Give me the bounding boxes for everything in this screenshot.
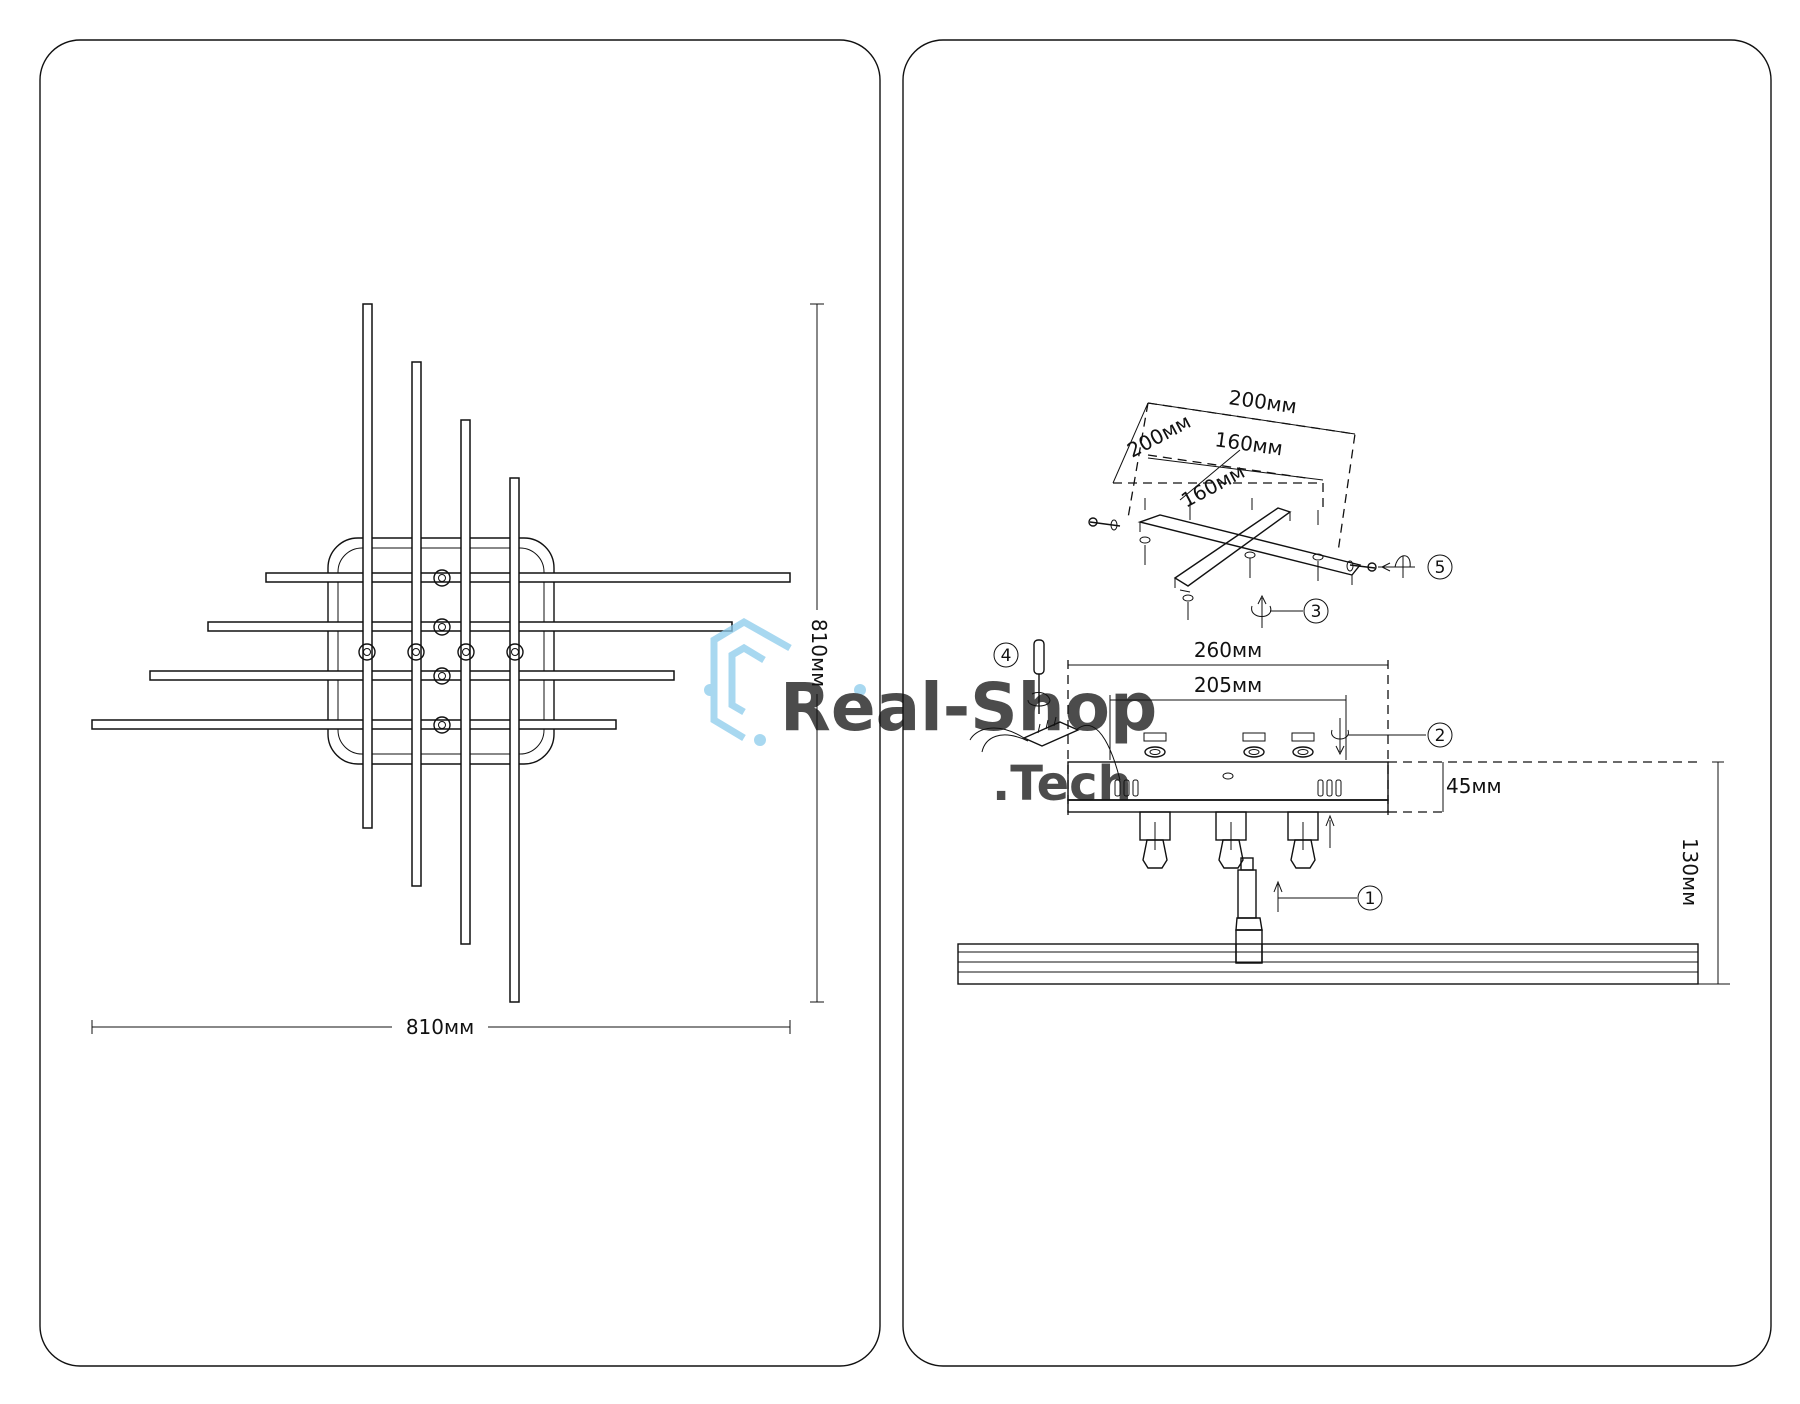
base-plate-inner	[337, 547, 545, 755]
light-bar-horizontal	[265, 572, 791, 583]
light-bar-vertical	[460, 419, 471, 945]
mount-screws	[358, 569, 524, 734]
step-4-marker	[993, 642, 1019, 668]
left-panel-frame	[39, 39, 881, 1367]
watermark: Real-Shop .Tech	[704, 617, 1157, 812]
mounting-rod	[1237, 869, 1257, 919]
base-outer-width-label: 260мм	[1194, 638, 1262, 662]
vent-slots	[1114, 779, 1342, 797]
plate-dim-depth: 200мм	[1123, 409, 1195, 462]
bracket-bar	[1173, 507, 1292, 587]
step-2-callout: 2	[1331, 718, 1453, 756]
total-height-label: 130мм	[1678, 838, 1702, 906]
light-bar-horizontal	[91, 719, 617, 730]
bar-holders	[1139, 811, 1335, 869]
plate-dim-inner-width: 160мм	[1213, 427, 1284, 460]
height-label: 810мм	[807, 619, 831, 687]
step-3-callout: 3	[1251, 594, 1329, 628]
watermark-logo-icon	[704, 617, 866, 746]
step-2-marker	[1427, 722, 1453, 748]
step-1-number: 1	[1365, 889, 1376, 909]
side-bolts	[1088, 517, 1377, 572]
step-4-callout: 4	[993, 639, 1051, 714]
light-bar-vertical	[411, 361, 422, 887]
width-label: 810мм	[406, 1015, 474, 1039]
watermark-line-1: Real-Shop	[780, 669, 1157, 746]
base-nuts	[1143, 732, 1315, 758]
light-bar-vertical	[509, 477, 520, 1003]
height-dimension: 810мм	[807, 303, 832, 1003]
bracket-bar	[1137, 514, 1362, 576]
terminal-block	[969, 716, 1121, 781]
step-1-callout: 1	[1273, 880, 1383, 912]
step-2-number: 2	[1435, 726, 1446, 746]
right-panel: 200мм 200мм 160мм 160мм	[902, 39, 1772, 1367]
plate-dim-inner-depth: 160мм	[1177, 459, 1249, 512]
total-height-dimension: 130мм	[1678, 761, 1730, 985]
base-inner-width-label: 205мм	[1194, 673, 1262, 697]
step-4-number: 4	[1001, 646, 1012, 666]
right-panel-frame	[902, 39, 1772, 1367]
light-bar-assembly	[957, 857, 1699, 985]
step-3-number: 3	[1311, 602, 1322, 622]
step-5-marker	[1427, 554, 1453, 580]
plate-dim-width: 200мм	[1227, 385, 1298, 418]
light-bar-side	[957, 943, 1699, 985]
step-5-callout: 5	[1378, 554, 1453, 580]
step-1-marker	[1357, 885, 1383, 911]
width-dimension: 810мм	[91, 1015, 791, 1039]
step-3-marker	[1303, 598, 1329, 624]
left-panel: 810мм 810мм	[39, 39, 881, 1367]
base-height-label: 45мм	[1446, 774, 1502, 798]
light-bar-vertical	[362, 303, 373, 829]
canopy-base: 260мм 205мм	[969, 638, 1700, 815]
base-plate-outer	[327, 537, 555, 765]
mounting-plate: 200мм 200мм 160мм 160мм	[1088, 385, 1377, 620]
watermark-line-2: .Tech	[992, 756, 1132, 812]
step-5-number: 5	[1435, 558, 1446, 578]
plate-screws	[1139, 498, 1324, 620]
